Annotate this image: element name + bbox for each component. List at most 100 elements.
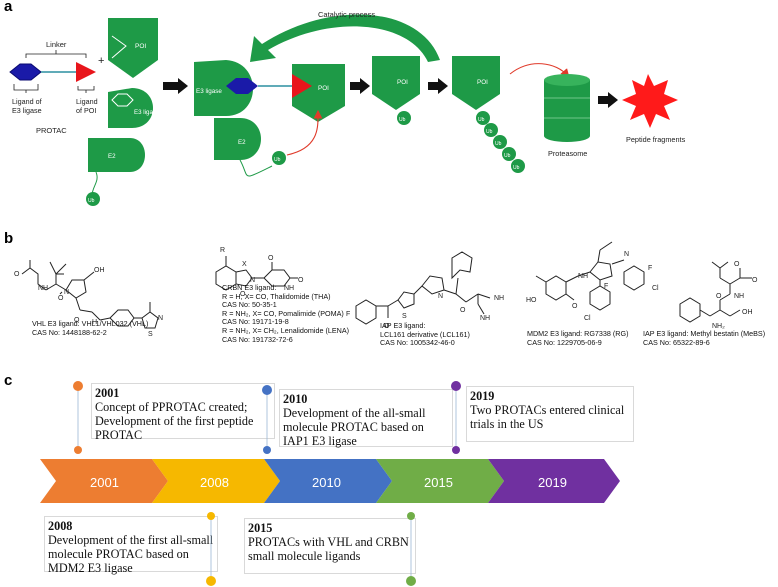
svg-text:O: O <box>74 317 80 324</box>
vhl-ligand-structure <box>21 260 159 329</box>
svg-text:NH: NH <box>284 285 294 292</box>
crbn-ligand-structure <box>215 256 298 291</box>
arrow-label-2001: 2001 <box>90 475 119 490</box>
event-year-2015: 2015 <box>248 521 273 535</box>
protac-molecule <box>9 62 96 82</box>
arrow-2001 <box>40 459 168 503</box>
protac-label: PROTAC <box>36 126 67 135</box>
svg-text:Ub: Ub <box>88 198 95 204</box>
step-arrow-3 <box>428 78 448 94</box>
svg-text:O: O <box>58 295 64 302</box>
svg-text:O: O <box>460 307 466 314</box>
step-arrow-2 <box>350 78 370 94</box>
svg-text:H: H <box>92 319 97 326</box>
svg-text:S: S <box>148 331 153 338</box>
svg-text:S: S <box>402 313 407 320</box>
svg-text:NH: NH <box>38 285 48 292</box>
plus-sign: + <box>98 55 104 67</box>
poi-polyubiquitinated: POI Ub Ub Ub Ub Ub <box>452 56 525 173</box>
poi-ligand-triangle <box>76 62 96 82</box>
svg-text:NH: NH <box>578 273 588 280</box>
step-arrow-4 <box>598 92 618 108</box>
svg-text:O: O <box>572 303 578 310</box>
arrow-label-2015: 2015 <box>424 475 453 490</box>
mebs-caption: IAP E3 ligand: Methyl bestatin (MeBS) CA… <box>643 329 766 347</box>
free-e3-e2-complex: E3 ligase E2 Ub <box>86 88 160 206</box>
svg-text:O: O <box>240 291 246 298</box>
timeline-dot-2001 <box>73 381 83 391</box>
timeline-dot-2008 <box>206 576 216 586</box>
svg-text:O: O <box>384 323 390 330</box>
timeline-dot-2010 <box>262 385 272 395</box>
proteasome <box>544 74 590 142</box>
panel-b-structures: O NH O N OH O H S N R X N O O NH O F <box>14 241 758 338</box>
svg-text:F: F <box>648 265 652 272</box>
svg-text:N: N <box>64 289 69 296</box>
svg-text:F: F <box>346 311 350 318</box>
event-year-2008: 2008 <box>48 519 73 533</box>
peptide-fragments-label: Peptide fragments <box>626 135 686 144</box>
catalytic-arrow <box>250 14 440 62</box>
iap-lcl161-caption: IAP E3 ligand: LCL161 derivative (LCL161… <box>380 321 470 348</box>
degradation-arrow <box>509 63 570 78</box>
svg-text:O: O <box>716 293 722 300</box>
svg-text:O: O <box>734 261 740 268</box>
svg-text:E3 ligase: E3 ligase <box>196 88 222 95</box>
timeline-dot-2015 <box>406 576 416 586</box>
svg-text:N: N <box>438 293 443 300</box>
proteasome-label: Proteasome <box>548 149 587 158</box>
ternary-complex: E3 ligase POI E2 Ub <box>194 60 345 177</box>
svg-text:E3 ligase: E3 ligase <box>134 109 160 116</box>
panel-label-c: c <box>4 372 13 389</box>
svg-text:Ub: Ub <box>495 141 502 147</box>
event-text-2019: Two PROTACs entered clinical trials in t… <box>470 403 625 431</box>
svg-text:Ub: Ub <box>513 165 520 171</box>
event-box-2010: 2010 Development of the all-small molecu… <box>279 389 453 448</box>
event-text-2001: Concept of PPROTAC created; Development … <box>95 400 254 442</box>
svg-text:NH: NH <box>734 293 744 300</box>
peptide-fragments-star <box>622 74 678 128</box>
svg-text:NH: NH <box>494 295 504 302</box>
svg-text:O: O <box>298 277 304 284</box>
mdm2-rg7338-structure <box>535 241 645 311</box>
event-year-2001: 2001 <box>95 386 120 400</box>
linker-label: Linker <box>46 40 67 49</box>
event-box-2019: 2019 Two PROTACs entered clinical trials… <box>466 386 634 442</box>
svg-text:N: N <box>158 315 163 322</box>
event-year-2019: 2019 <box>470 389 495 403</box>
svg-text:Ub: Ub <box>478 117 485 123</box>
crbn-caption: CRBN E3 ligand: R = H, X= CO, Thalidomid… <box>222 283 350 344</box>
svg-text:OH: OH <box>94 267 105 274</box>
arrow-label-2008: 2008 <box>200 475 229 490</box>
svg-text:E2: E2 <box>238 139 246 146</box>
svg-text:POI: POI <box>135 43 146 50</box>
event-text-2010: Development of the all-small molecule PR… <box>283 406 426 448</box>
svg-text:NH₂: NH₂ <box>712 323 725 330</box>
arrow-label-2010: 2010 <box>312 475 341 490</box>
mdm2-caption: MDM2 E3 ligand: RG7338 (RG) CAS No: 1229… <box>527 329 629 347</box>
svg-text:E2: E2 <box>108 153 116 160</box>
event-text-2015: PROTACs with VHL and CRBN small molecule… <box>248 535 409 563</box>
arrow-2019 <box>488 459 620 503</box>
free-poi: POI <box>108 18 158 78</box>
event-box-2008: 2008 Development of the first all-small … <box>44 516 218 575</box>
svg-text:O: O <box>752 277 758 284</box>
svg-text:Cl: Cl <box>584 315 591 322</box>
svg-text:Ub: Ub <box>399 117 406 123</box>
svg-text:POI: POI <box>397 79 408 86</box>
event-box-2001: 2001 Concept of PPROTAC created; Develop… <box>91 383 275 442</box>
svg-text:O: O <box>14 271 20 278</box>
svg-text:HO: HO <box>526 297 537 304</box>
catalytic-process-label: Catalytic process <box>318 10 375 19</box>
svg-text:POI: POI <box>477 79 488 86</box>
svg-text:OH: OH <box>742 309 753 316</box>
svg-text:Ub: Ub <box>274 157 281 163</box>
step-arrow-1 <box>163 78 188 94</box>
svg-text:NH: NH <box>480 315 490 322</box>
poi-monoubiquitinated: POI Ub <box>372 56 420 125</box>
svg-text:R: R <box>220 247 225 254</box>
arrow-2008 <box>152 459 280 503</box>
svg-text:Ub: Ub <box>504 153 511 159</box>
